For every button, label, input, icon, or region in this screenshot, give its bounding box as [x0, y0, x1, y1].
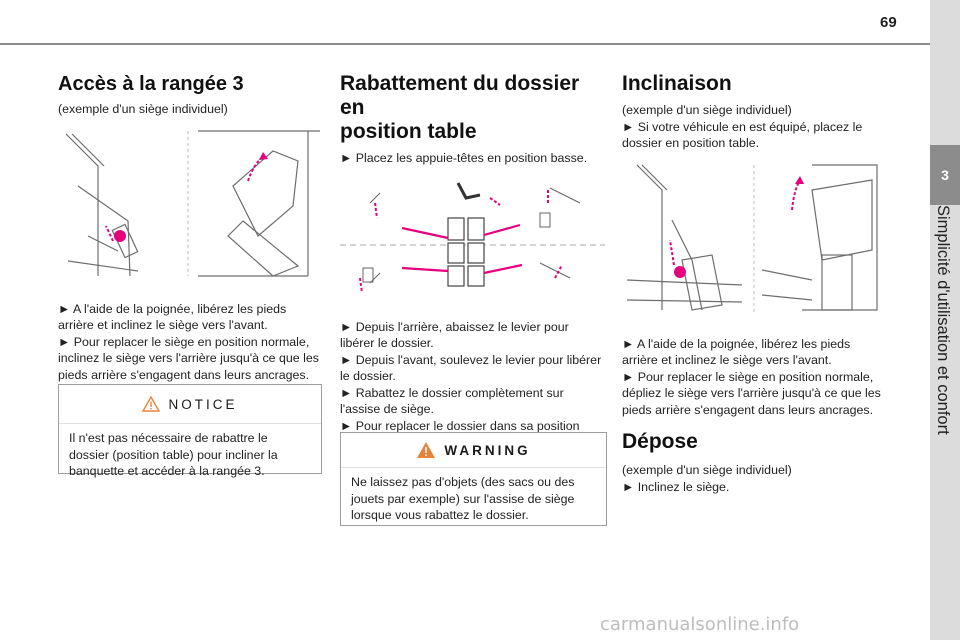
section-inclinaison: Inclinaison (exemple d'un siège individu…: [622, 72, 886, 495]
step-item: ► Pour replacer le siège en position nor…: [58, 334, 319, 382]
step-item: ► Depuis l'arrière, abaissez le levier p…: [340, 319, 569, 351]
step-item: ► Inclinez le siège.: [622, 479, 730, 494]
section-title-depose: Dépose: [622, 430, 698, 453]
section-title: Inclinaison: [622, 72, 732, 95]
notice-triangle-icon: [142, 396, 161, 412]
section-subtitle: (exemple d'un siège individuel): [622, 103, 792, 117]
illustration-seat-incline: [622, 159, 886, 320]
section-access-row3: Accès à la rangée 3 (exemple d'un siège …: [58, 72, 320, 383]
warning-label: WARNING: [444, 442, 531, 458]
section-title-line1: Rabattement du dossier en: [340, 72, 580, 119]
chapter-title: Simplicité d'utilisation et confort: [934, 205, 952, 435]
step-item: ► Placez les appuie-têtes en position ba…: [340, 151, 588, 165]
step-item: ► A l'aide de la poignée, libérez les pi…: [622, 336, 851, 368]
notice-box: NOTICE Il n'est pas nécessaire de rabatt…: [58, 384, 322, 478]
notice-label: NOTICE: [168, 396, 238, 412]
page-number: 69: [880, 14, 897, 31]
step-item: ► Si votre véhicule en est équipé, place…: [622, 119, 863, 151]
notice-text: Il n'est pas nécessaire de rabattre le d…: [69, 431, 278, 478]
section-title: Accès à la rangée 3: [58, 73, 244, 95]
step-item: ► Pour replacer le siège en position nor…: [622, 369, 881, 417]
step-item: ► Depuis l'avant, soulevez le levier pou…: [340, 352, 602, 384]
header-rule: [0, 43, 930, 45]
chapter-number: 3: [930, 145, 960, 205]
chapter-tab: 3 Simplicité d'utilisation et confort: [930, 0, 960, 640]
warning-box: WARNING Ne laissez pas d'objets (des sac…: [340, 432, 607, 526]
warning-text: Ne laissez pas d'objets (des sacs ou des…: [351, 475, 575, 522]
illustration-seat-tilt: [58, 125, 320, 289]
watermark: carmanualsonline.info: [600, 614, 800, 635]
step-item: ► Rabattez le dossier complètement sur l…: [340, 385, 564, 417]
illustration-backrest-fold: [340, 172, 605, 303]
section-table-position: Rabattement du dossier en position table…: [340, 72, 605, 467]
section-title-line2: position table: [340, 120, 477, 143]
warning-triangle-icon: [417, 442, 436, 458]
section-subtitle: (exemple d'un siège individuel): [58, 102, 228, 116]
step-item: ► A l'aide de la poignée, libérez les pi…: [58, 301, 287, 333]
section-subtitle: (exemple d'un siège individuel): [622, 463, 792, 477]
